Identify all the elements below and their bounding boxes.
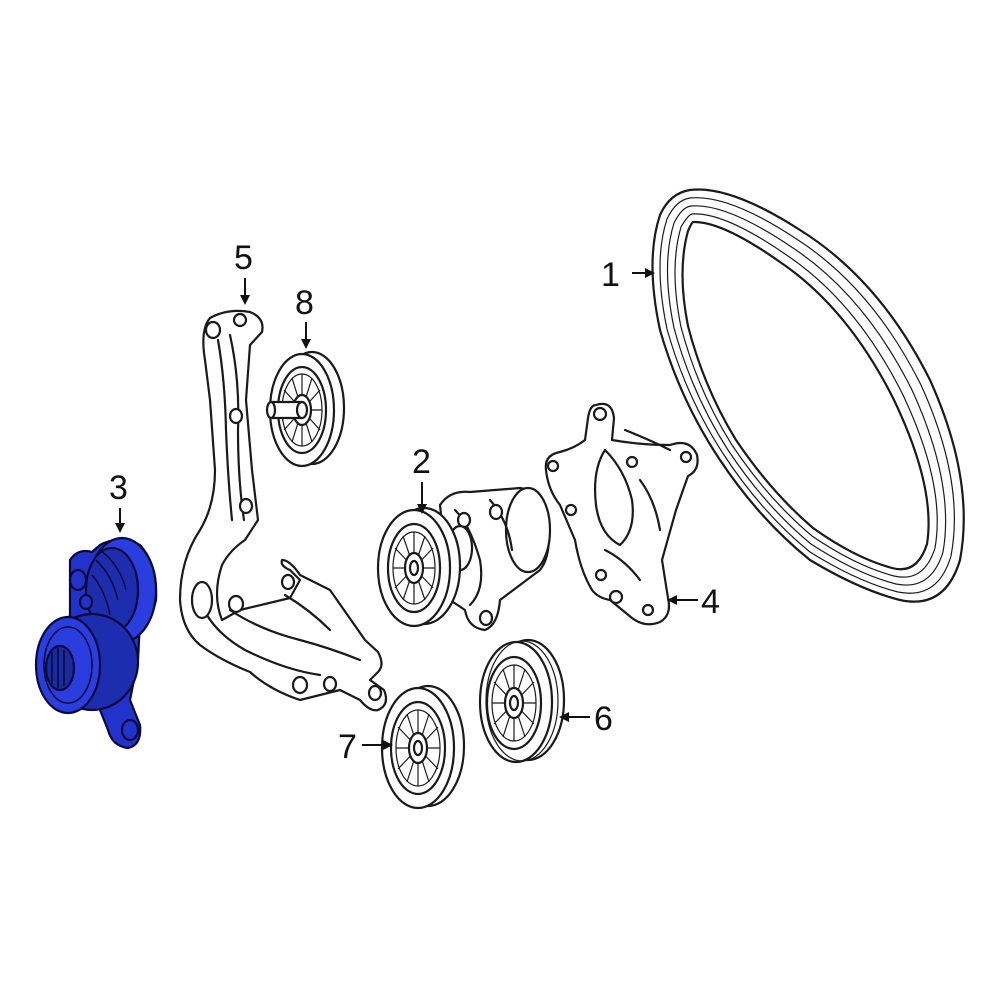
callout-8: 8 xyxy=(295,284,314,322)
callout-arrows xyxy=(115,268,698,750)
part-6-grooved-idler-pulley[interactable] xyxy=(478,638,566,764)
callout-4: 4 xyxy=(701,583,720,621)
callout-2: 2 xyxy=(412,443,431,481)
callout-7: 7 xyxy=(338,728,357,766)
part-3-belt-tensioner[interactable] xyxy=(34,536,158,750)
part-1-belt[interactable] xyxy=(651,188,965,603)
part-8-idler-pulley-with-stud[interactable] xyxy=(265,350,346,468)
callout-1: 1 xyxy=(601,256,620,294)
part-7-idler-pulley[interactable] xyxy=(380,684,466,810)
part-5-accessory-bracket[interactable] xyxy=(178,309,388,712)
callout-3: 3 xyxy=(109,469,128,507)
part-2-tensioner[interactable] xyxy=(376,486,552,632)
part-4-mounting-bracket[interactable] xyxy=(544,402,699,626)
callout-5: 5 xyxy=(234,239,253,277)
callout-6: 6 xyxy=(594,700,613,738)
